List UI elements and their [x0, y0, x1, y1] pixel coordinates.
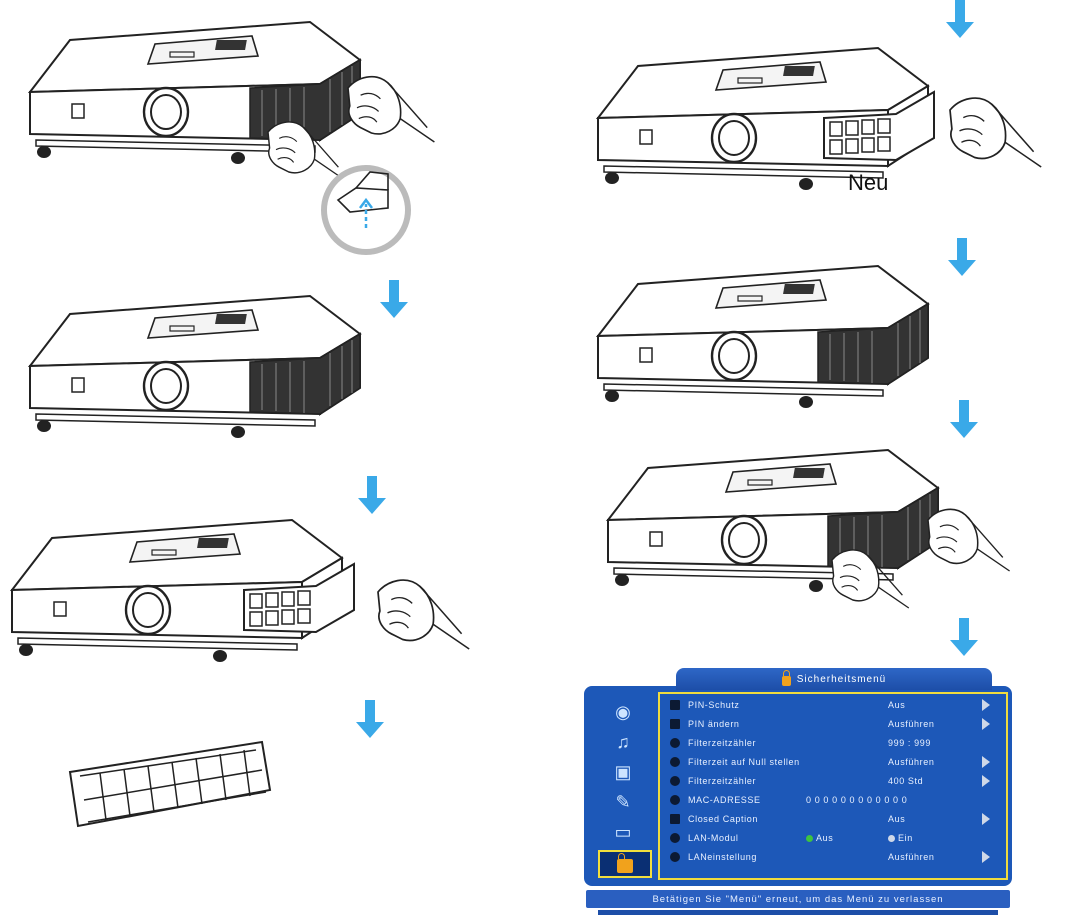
row-label: Filterzeitzähler: [688, 776, 757, 786]
arrow-down-2: [358, 476, 386, 514]
osd-row[interactable]: Filterzeit auf Null stellen Ausführen: [666, 755, 1002, 771]
screen-menu-icon[interactable]: ▣: [614, 761, 632, 782]
arrow-down-top: [946, 0, 974, 38]
row-value: Ausführen: [888, 852, 935, 862]
step-1-projector: [28, 20, 436, 181]
row-value: Aus: [888, 700, 906, 710]
label-new: Neu: [848, 170, 888, 195]
hand-inserting: [949, 97, 1043, 168]
row-icon: [670, 814, 680, 824]
row-label: MAC-ADRESSE: [688, 795, 761, 805]
chevron-right-icon[interactable]: [982, 813, 990, 825]
row-label: LANeinstellung: [688, 852, 757, 862]
step-5-projector: [596, 264, 930, 410]
chevron-right-icon[interactable]: [982, 699, 990, 711]
radio-option-on[interactable]: Ein: [888, 833, 913, 843]
lock-menu-icon[interactable]: [598, 850, 652, 878]
row-value: 400 Std: [888, 776, 924, 786]
row-icon: [670, 852, 680, 862]
osd-row[interactable]: LAN-Modul Aus Ein: [666, 831, 1002, 847]
removed-filter: [68, 740, 272, 828]
arrow-down-4: [948, 238, 976, 276]
osd-row[interactable]: LANeinstellung Ausführen: [666, 850, 1002, 866]
osd-sidebar: ◉ ♫ ▣ ✎ ▭: [590, 692, 656, 880]
osd-row[interactable]: Filterzeitzähler 400 Std: [666, 774, 1002, 790]
row-icon: [670, 757, 680, 767]
row-label: Closed Caption: [688, 814, 758, 824]
hand-right: [347, 75, 436, 143]
radio-option-off[interactable]: Aus: [806, 833, 833, 843]
row-icon: [670, 795, 680, 805]
row-label: PIN-Schutz: [688, 700, 740, 710]
chevron-right-icon[interactable]: [982, 756, 990, 768]
row-value: 999 : 999: [888, 738, 931, 748]
chevron-right-icon[interactable]: [982, 851, 990, 863]
arrow-down-6: [950, 618, 978, 656]
step-6-projector: [606, 448, 1011, 609]
osd-row[interactable]: PIN ändern Ausführen: [666, 717, 1002, 733]
hand-right-2: [927, 508, 1011, 572]
osd-row[interactable]: PIN-Schutz Aus: [666, 698, 1002, 714]
row-value: Ausführen: [888, 719, 935, 729]
tools-menu-icon[interactable]: ✎: [615, 791, 631, 812]
osd-row[interactable]: Filterzeitzähler 999 : 999: [666, 736, 1002, 752]
step-2-projector: [28, 294, 362, 440]
row-icon: [670, 738, 680, 748]
row-label: PIN ändern: [688, 719, 740, 729]
row-label: LAN-Modul: [688, 833, 739, 843]
image-menu-icon[interactable]: ◉: [615, 701, 631, 722]
step-3-projector: [10, 518, 471, 664]
osd-title-bar: Sicherheitsmenü: [676, 668, 992, 690]
chevron-right-icon[interactable]: [982, 775, 990, 787]
hand-pulling: [377, 579, 471, 650]
arrow-down-1: [380, 280, 408, 318]
osd-title: Sicherheitsmenü: [796, 673, 887, 685]
row-value: 0 0 0 0 0 0 0 0 0 0 0 0: [806, 795, 908, 805]
device-menu-icon[interactable]: ▭: [614, 821, 632, 842]
row-label: Filterzeitzähler: [688, 738, 757, 748]
row-icon: [670, 833, 680, 843]
osd-row[interactable]: Closed Caption Aus: [666, 812, 1002, 828]
radio-on-label: Ein: [898, 833, 913, 843]
osd-footer-bar: [598, 910, 998, 915]
radio-icon: [888, 835, 895, 842]
audio-menu-icon[interactable]: ♫: [616, 731, 630, 752]
radio-icon: [806, 835, 813, 842]
row-label: Filterzeit auf Null stellen: [688, 757, 800, 767]
latch-detail: [321, 165, 411, 255]
chevron-right-icon[interactable]: [982, 718, 990, 730]
osd-row[interactable]: MAC-ADRESSE 0 0 0 0 0 0 0 0 0 0 0 0: [666, 793, 1002, 809]
row-icon: [670, 776, 680, 786]
row-value: Ausführen: [888, 757, 935, 767]
row-value: Aus: [888, 814, 906, 824]
lock-icon: [781, 669, 791, 686]
radio-off-label: Aus: [816, 833, 834, 843]
row-icon: [670, 719, 680, 729]
osd-footer-hint: Betätigen Sie "Menü" erneut, um das Menü…: [586, 890, 1010, 908]
arrow-down-5: [950, 400, 978, 438]
step-4-projector: [596, 46, 1043, 192]
row-icon: [670, 700, 680, 710]
arrow-down-3: [356, 700, 384, 738]
